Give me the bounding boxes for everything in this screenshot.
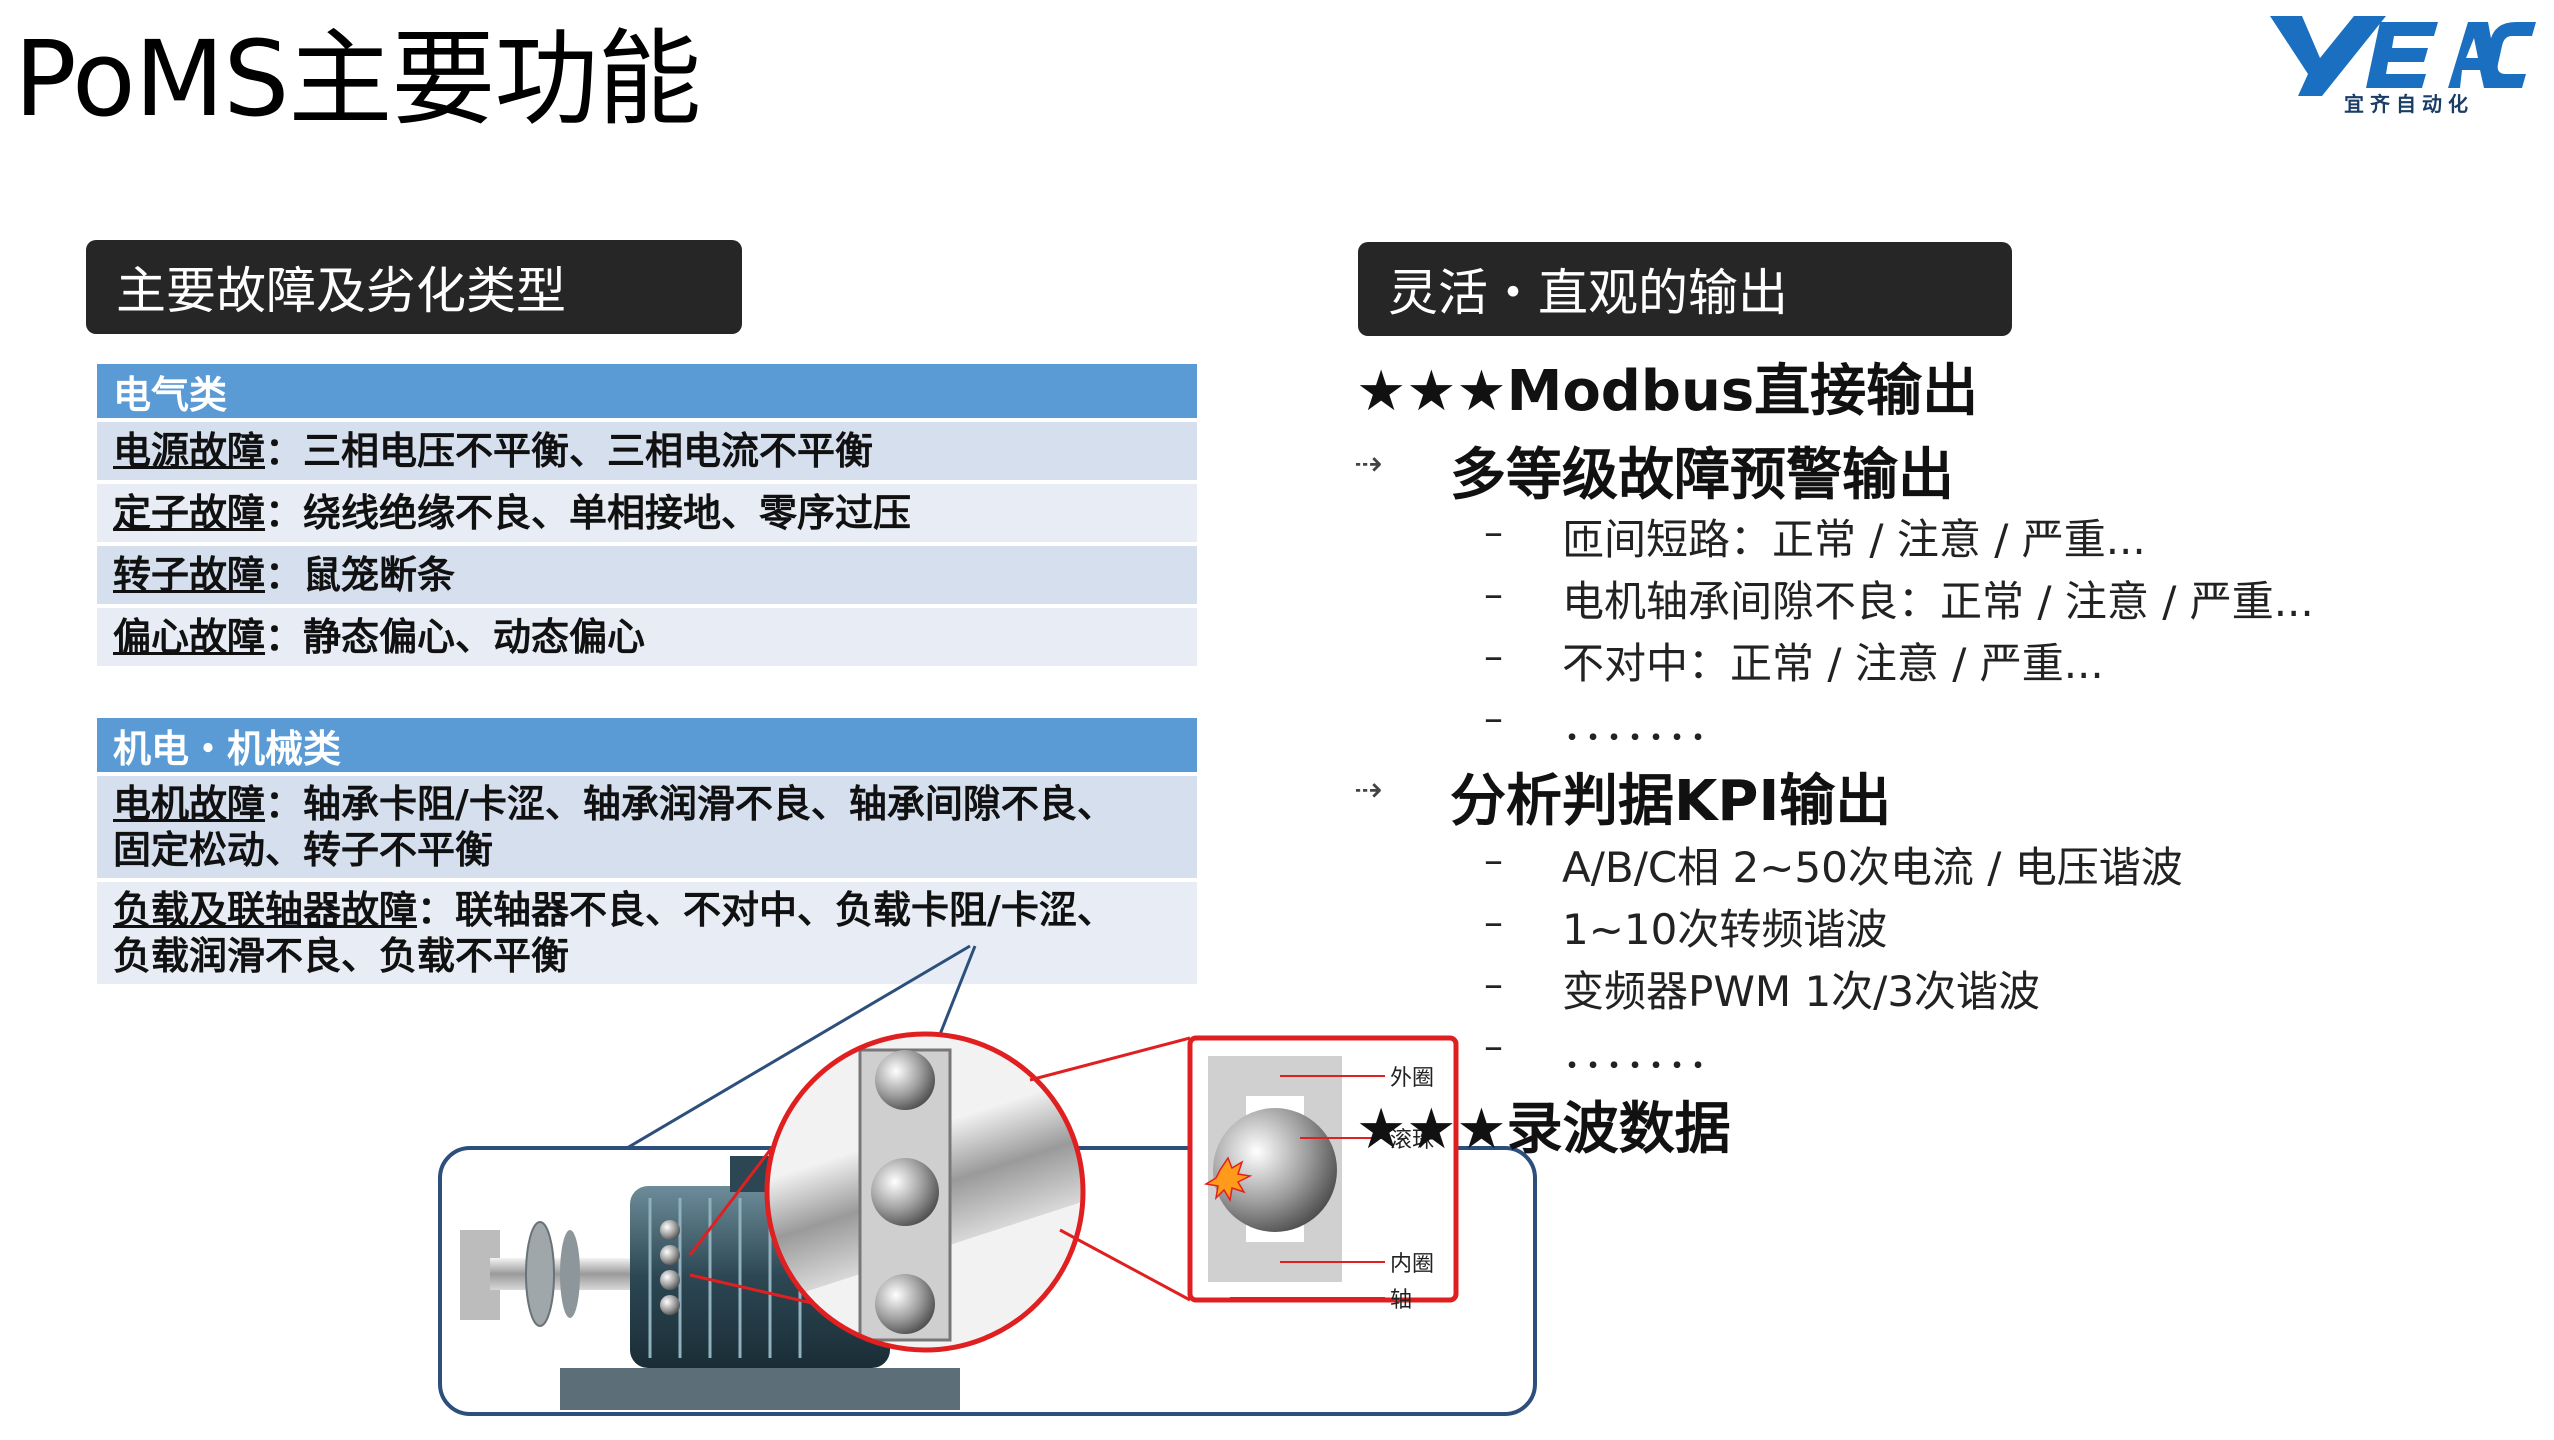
fault-text: ：三相电压不平衡、三相电流不平衡 xyxy=(265,429,874,473)
fault-row-load-coupling: 负载及联轴器故障：联轴器不良、不对中、负载卡阻/卡涩、 负载润滑不良、负载不平衡 xyxy=(97,878,1197,984)
fault-text: ：鼠笼断条 xyxy=(265,553,456,597)
bullet-dash: – xyxy=(1484,634,1503,678)
warning-item: 不对中：正常 / 注意 / 严重... xyxy=(1562,639,2104,688)
warning-item: 电机轴承间隙不良：正常 / 注意 / 严重... xyxy=(1562,577,2314,626)
category-mechanical: 机电・机械类 xyxy=(97,718,1197,772)
fault-text: ：静态偏心、动态偏心 xyxy=(265,615,646,659)
page-title: PoMS主要功能 xyxy=(14,18,701,140)
fault-key: 定子故障 xyxy=(113,491,266,535)
fault-key: 转子故障 xyxy=(113,553,266,597)
logo-mark-icon xyxy=(2270,16,2536,96)
output-waveform-recording: ★★★录波数据 xyxy=(1356,1097,1731,1162)
fault-text: ：绕线绝缘不良、单相接地、零序过压 xyxy=(265,491,912,535)
fault-text-line2: 负载润滑不良、负载不平衡 xyxy=(113,934,570,978)
fault-text: ：联轴器不良、不对中、负载卡阻/卡涩、 xyxy=(417,888,1115,932)
bullet-dash: – xyxy=(1484,962,1503,1006)
bullet-dash: – xyxy=(1484,900,1503,944)
label-inner-ring: 内圈 xyxy=(1390,1252,1434,1277)
fault-key: 电机故障 xyxy=(113,782,266,826)
output-header: 灵活・直观的输出 xyxy=(1358,242,2012,336)
kpi-item: A/B/C相 2~50次电流 / 电压谐波 xyxy=(1562,843,2183,892)
bullet-dash: – xyxy=(1484,696,1503,740)
fault-key: 偏心故障 xyxy=(113,615,266,659)
fault-key: 电源故障 xyxy=(113,429,266,473)
fault-row-eccentric: 偏心故障：静态偏心、动态偏心 xyxy=(97,604,1197,666)
label-outer-ring: 外圈 xyxy=(1390,1066,1434,1091)
fault-row-motor: 电机故障：轴承卡阻/卡涩、轴承润滑不良、轴承间隙不良、 固定松动、转子不平衡 xyxy=(97,772,1197,878)
output-modbus: ★★★Modbus直接输出 xyxy=(1356,359,1979,424)
fault-table-mechanical: 机电・机械类 电机故障：轴承卡阻/卡涩、轴承润滑不良、轴承间隙不良、 固定松动、… xyxy=(97,718,1197,984)
warning-item: ．．．．．．． xyxy=(1562,701,1731,750)
kpi-item: 变频器PWM 1次/3次谐波 xyxy=(1562,967,2041,1016)
dotted-arrow-icon: ⇢ xyxy=(1354,444,1383,484)
bullet-dash: – xyxy=(1484,1024,1503,1068)
fault-table-electrical: 电气类 电源故障：三相电压不平衡、三相电流不平衡 定子故障：绕线绝缘不良、单相接… xyxy=(97,364,1197,666)
fault-spark-icon xyxy=(1203,1156,1253,1203)
dotted-arrow-icon: ⇢ xyxy=(1354,770,1383,810)
output-multilevel-warning: 多等级故障预警输出 xyxy=(1450,443,1954,508)
warning-item: 匝间短路：正常 / 注意 / 严重... xyxy=(1562,515,2146,564)
company-logo: 宜齐自动化 xyxy=(2262,8,2552,118)
fault-types-header: 主要故障及劣化类型 xyxy=(86,240,742,334)
label-shaft: 轴 xyxy=(1390,1288,1412,1313)
bullet-dash: – xyxy=(1484,838,1503,882)
fault-row-rotor: 转子故障：鼠笼断条 xyxy=(97,542,1197,604)
output-kpi: 分析判据KPI输出 xyxy=(1450,769,1892,834)
label-ball: 滚珠 xyxy=(1390,1128,1434,1153)
fault-row-power: 电源故障：三相电压不平衡、三相电流不平衡 xyxy=(97,418,1197,480)
kpi-item: 1~10次转频谐波 xyxy=(1562,905,1888,954)
fault-text-line2: 固定松动、转子不平衡 xyxy=(113,828,494,872)
category-electrical: 电气类 xyxy=(97,364,1197,418)
bullet-dash: – xyxy=(1484,510,1503,554)
bullet-dash: – xyxy=(1484,572,1503,616)
logo-subtitle: 宜齐自动化 xyxy=(2344,92,2474,116)
fault-row-stator: 定子故障：绕线绝缘不良、单相接地、零序过压 xyxy=(97,480,1197,542)
fault-key: 负载及联轴器故障 xyxy=(113,888,418,932)
bearing-illustration: 外圈 滚珠 内圈 轴 xyxy=(438,944,1537,1416)
kpi-item: ．．．．．．． xyxy=(1562,1029,1731,1078)
fault-text: ：轴承卡阻/卡涩、轴承润滑不良、轴承间隙不良、 xyxy=(265,782,1115,826)
